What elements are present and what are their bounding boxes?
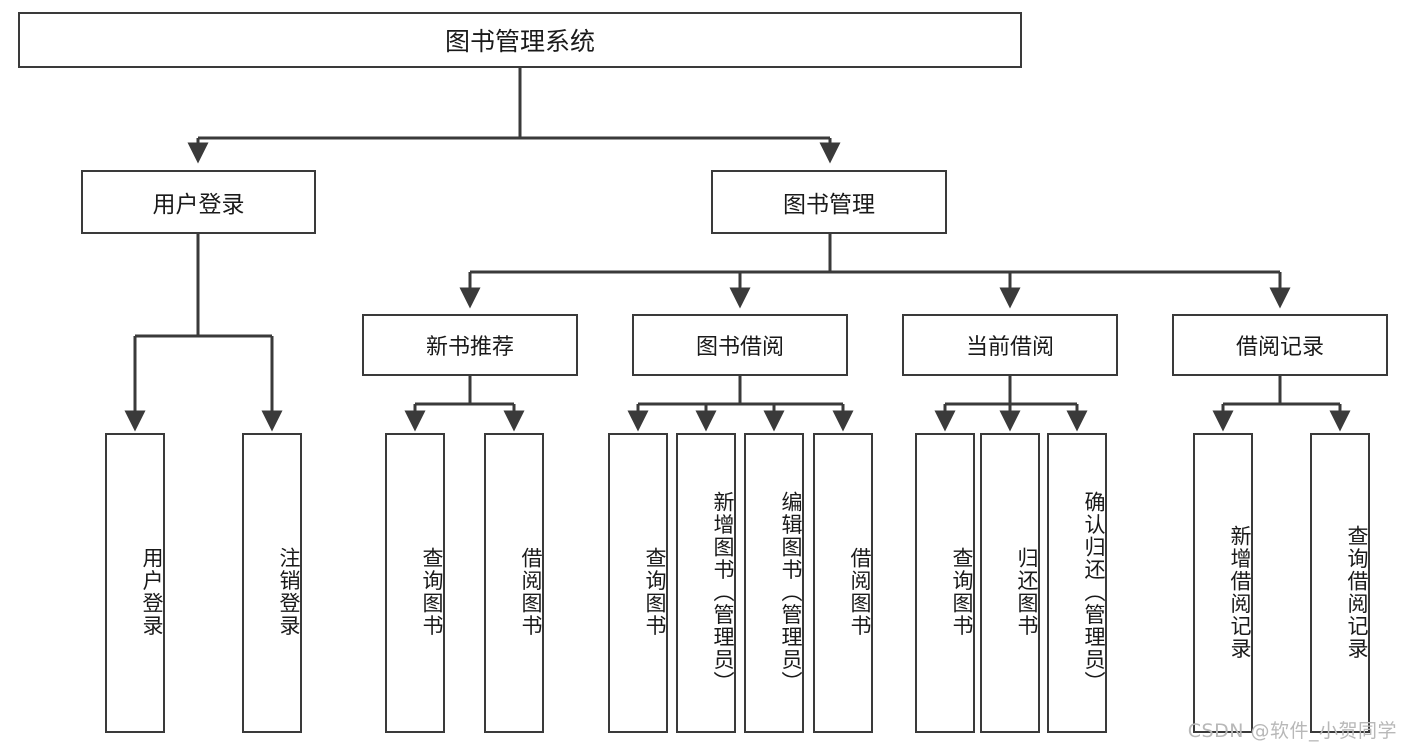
leaf-new-book-query-label: 查询图书 <box>420 547 444 637</box>
node-current-borrow[interactable]: 当前借阅 <box>902 314 1118 376</box>
leaf-book-borrow-add-label: 新增图书（管理员） <box>711 490 735 694</box>
leaf-book-borrow-edit-label: 编辑图书（管理员） <box>779 490 803 694</box>
node-book-management-label: 图书管理 <box>783 192 875 218</box>
leaf-user-login-signin[interactable]: 用户登录 <box>105 433 165 733</box>
node-book-management[interactable]: 图书管理 <box>711 170 947 234</box>
leaf-book-borrow-borrow-label: 借阅图书 <box>848 547 872 637</box>
node-root-label: 图书管理系统 <box>444 27 595 56</box>
leaf-current-borrow-return[interactable]: 归还图书 <box>980 433 1040 733</box>
leaf-user-login-signout[interactable]: 注销登录 <box>242 433 302 733</box>
node-borrow-record-label: 借阅记录 <box>1235 335 1324 360</box>
leaf-current-borrow-confirm[interactable]: 确认归还（管理员） <box>1047 433 1107 733</box>
node-book-borrow[interactable]: 图书借阅 <box>632 314 848 376</box>
leaf-current-borrow-query-label: 查询图书 <box>950 547 974 637</box>
node-borrow-record[interactable]: 借阅记录 <box>1172 314 1388 376</box>
leaf-new-book-query[interactable]: 查询图书 <box>385 433 445 733</box>
leaf-user-login-signout-label: 注销登录 <box>277 547 301 637</box>
leaf-borrow-record-query-label: 查询借阅记录 <box>1345 524 1369 660</box>
leaf-current-borrow-return-label: 归还图书 <box>1015 547 1039 637</box>
leaf-current-borrow-query[interactable]: 查询图书 <box>915 433 975 733</box>
leaf-book-borrow-borrow[interactable]: 借阅图书 <box>813 433 873 733</box>
leaf-user-login-signin-label: 用户登录 <box>140 547 164 637</box>
leaf-book-borrow-add[interactable]: 新增图书（管理员） <box>676 433 736 733</box>
watermark: CSDN @软件_小贺同学 <box>1187 720 1397 742</box>
node-current-borrow-label: 当前借阅 <box>965 335 1054 360</box>
node-user-login-label: 用户登录 <box>152 192 245 218</box>
leaf-book-borrow-query[interactable]: 查询图书 <box>608 433 668 733</box>
node-user-login[interactable]: 用户登录 <box>81 170 316 234</box>
node-book-borrow-label: 图书借阅 <box>695 335 784 360</box>
leaf-borrow-record-query[interactable]: 查询借阅记录 <box>1310 433 1370 733</box>
leaf-borrow-record-add[interactable]: 新增借阅记录 <box>1193 433 1253 733</box>
node-new-book-recommend[interactable]: 新书推荐 <box>362 314 578 376</box>
leaf-book-borrow-query-label: 查询图书 <box>643 547 667 637</box>
leaf-new-book-borrow-label: 借阅图书 <box>519 547 543 637</box>
node-root[interactable]: 图书管理系统 <box>18 12 1022 68</box>
leaf-borrow-record-add-label: 新增借阅记录 <box>1228 524 1252 660</box>
leaf-book-borrow-edit[interactable]: 编辑图书（管理员） <box>744 433 804 733</box>
leaf-current-borrow-confirm-label: 确认归还（管理员） <box>1082 490 1106 694</box>
leaf-new-book-borrow[interactable]: 借阅图书 <box>484 433 544 733</box>
node-new-book-recommend-label: 新书推荐 <box>425 335 514 360</box>
